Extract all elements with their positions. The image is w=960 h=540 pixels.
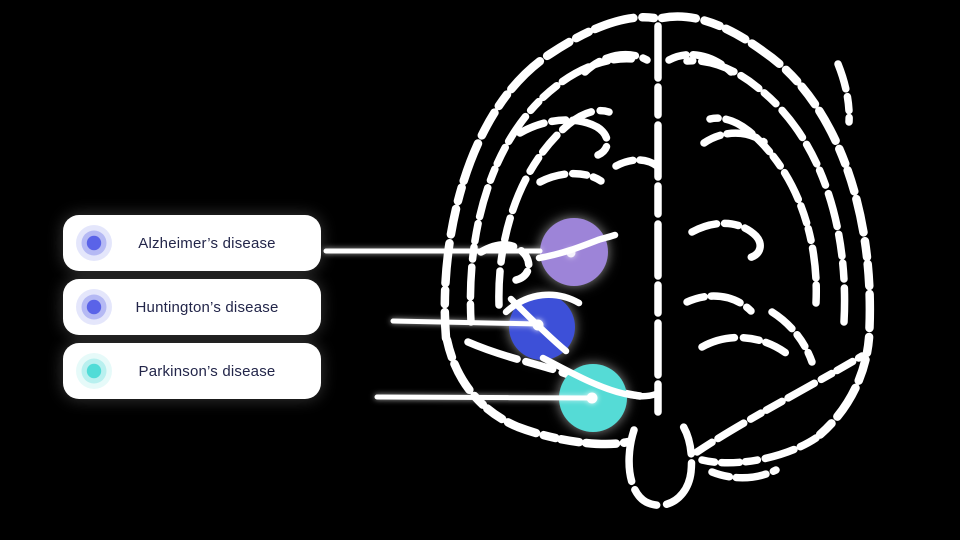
leader-dot-alzheimers bbox=[566, 248, 576, 258]
legend-item-huntingtons: Huntington’s disease bbox=[63, 279, 321, 335]
leader-dot-huntingtons bbox=[532, 319, 544, 331]
legend-label-parkinsons: Parkinson’s disease bbox=[138, 362, 276, 380]
alzheimers-dot-icon bbox=[76, 225, 112, 261]
brain-outline-art bbox=[440, 12, 875, 509]
leader-dot-parkinsons bbox=[586, 392, 598, 404]
legend-label-alzheimers: Alzheimer’s disease bbox=[138, 234, 276, 252]
parkinsons-dot-icon bbox=[76, 353, 112, 389]
legend-label-huntingtons: Huntington’s disease bbox=[135, 298, 279, 316]
leader-line-huntingtons bbox=[390, 318, 541, 327]
legend: Alzheimer’s disease Huntington’s disease… bbox=[63, 215, 321, 407]
marker-overlay-lines bbox=[502, 231, 660, 400]
legend-item-alzheimers: Alzheimer’s disease bbox=[63, 215, 321, 271]
huntingtons-dot-icon bbox=[76, 289, 112, 325]
legend-item-parkinsons: Parkinson’s disease bbox=[63, 343, 321, 399]
leader-line-parkinsons bbox=[374, 394, 595, 401]
leader-lines bbox=[323, 248, 598, 404]
